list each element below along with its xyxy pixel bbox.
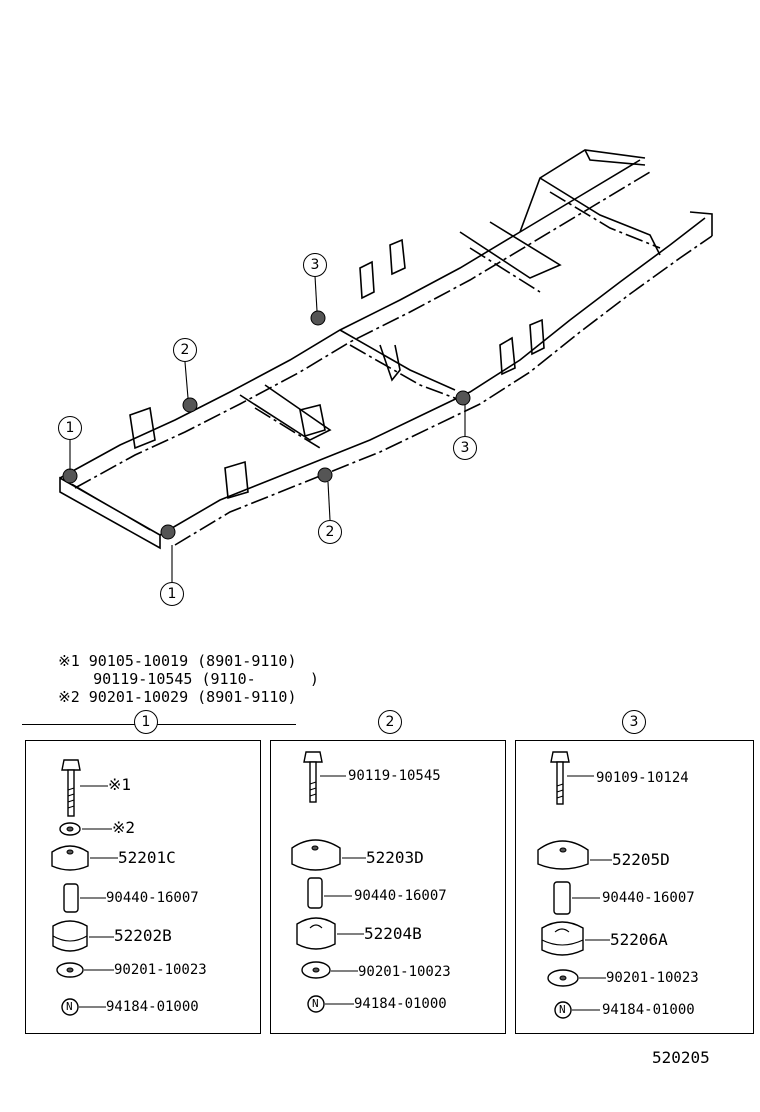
cushion-lower-icon [52,920,88,952]
label-bolt: ※1 [108,775,132,794]
label-collar: 90440-16007 [602,890,695,906]
bolt-icon [61,759,81,771]
group-1-parts [51,759,118,1016]
label-bolt: 90109-10124 [596,770,689,786]
note-row: ※1 90105-10019 (8901-9110) [22,634,296,688]
nut-symbol: N [66,1000,73,1013]
label-cushion-lower: 52204B [364,924,422,943]
label-nut: 94184-01000 [106,999,199,1015]
cushion-upper-icon [291,839,341,871]
note-range: (8901-9110) [197,688,297,706]
nut-symbol: N [312,997,319,1010]
cushion-lower-icon [296,917,336,950]
collar-icon [553,881,571,915]
label-nut: 94184-01000 [602,1002,695,1018]
group-2-box [270,740,506,1034]
note-part: 90201-10029 [88,688,189,706]
label-bolt: 90119-10545 [348,768,441,784]
label-washer: 90201-10023 [606,970,699,986]
cushion-upper-icon [537,840,589,870]
note-range: (8901-9110) [197,652,297,670]
label-cushion-upper: 52201C [118,848,176,867]
label-collar: 90440-16007 [354,888,447,904]
label-cushion-lower: 52206A [610,930,668,949]
figure-number: 520205 [652,1048,710,1067]
label-collar: 90440-16007 [106,890,199,906]
cushion-lower-icon [541,921,584,956]
nut-icon [554,1001,572,1019]
label-cushion-lower: 52202B [114,926,172,945]
callout-1-left: 1 [58,416,82,440]
bolt-icon [303,751,323,763]
group-3-parts [537,751,612,1019]
note-range: (9110- ) [201,670,319,688]
frame-right-rail [159,217,706,536]
note-part: 90119-10545 [93,670,193,688]
group-2-number: 2 [378,710,402,734]
nut-symbol: N [559,1003,566,1016]
label-cushion-upper: 52205D [612,850,670,869]
note-row: ※2 90201-10029 (8901-9110) [22,670,297,725]
group-1-box [25,740,261,1034]
callout-1-right: 1 [160,582,184,606]
callout-2-left: 2 [173,338,197,362]
nut-icon [61,998,79,1016]
label-washer: 90201-10023 [114,962,207,978]
callout-3-right: 3 [453,436,477,460]
label-washer: 90201-10023 [358,964,451,980]
note-marker: ※2 [58,688,80,706]
nut-icon [307,995,325,1013]
group-2-parts [291,751,366,1013]
group-3-number: 3 [622,710,646,734]
note-part: 90105-10019 [88,652,189,670]
cushion-upper-icon [51,845,89,871]
group-3-box [515,740,754,1034]
note-row: 90119-10545 (9110- ) [57,652,319,706]
bolt-icon [550,751,570,763]
label-nut: 94184-01000 [354,996,447,1012]
label-washer-top: ※2 [112,818,136,837]
callout-2-right: 2 [318,520,342,544]
collar-icon [307,877,323,909]
collar-icon [63,883,79,913]
callout-3-left: 3 [303,253,327,277]
note-marker: ※1 [58,652,80,670]
group-1-number: 1 [134,710,158,734]
label-cushion-upper: 52203D [366,848,424,867]
